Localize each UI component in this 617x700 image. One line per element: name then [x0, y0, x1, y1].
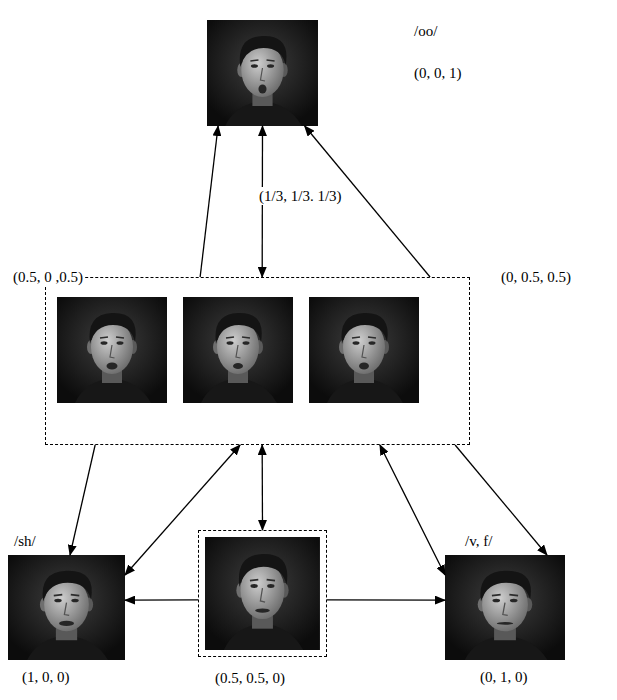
arrow-connector [125, 599, 198, 601]
face-image [445, 555, 565, 660]
dashed-group-box: (0.5, 0 ,0.5)(0, 0.5, 0.5) [45, 277, 470, 445]
face-image [207, 20, 318, 126]
phoneme-label: /oo/ [412, 22, 439, 40]
arrow-connector [262, 445, 264, 530]
phoneme-label: (1, 0, 0) [20, 668, 72, 686]
arrow-connector [70, 445, 95, 555]
mouth [59, 621, 74, 626]
edge-label: (1/3, 1/3. 1/3) [257, 187, 344, 205]
phoneme-label: (0, 1, 0) [478, 668, 530, 686]
face-photo [445, 555, 565, 660]
phoneme-label: (0.5, 0 ,0.5) [11, 268, 85, 286]
mouth [255, 608, 270, 612]
phoneme-label: (0, 0, 1) [412, 64, 464, 82]
face-photo [57, 297, 167, 403]
phoneme-label: /sh/ [12, 532, 38, 550]
face-image [183, 297, 293, 403]
face-image [309, 297, 419, 403]
arrow-connector [380, 445, 445, 575]
mouth [497, 622, 513, 625]
phoneme-label: /v, f/ [463, 532, 494, 550]
face-photo [207, 20, 318, 126]
face-photo [205, 537, 320, 650]
face-image [205, 537, 320, 650]
arrow-connector [455, 445, 547, 555]
face-photo [8, 555, 125, 660]
face-photo-frame: /v, f/(0, 1, 0) [445, 555, 565, 660]
face-photo-frame: /sh/(1, 0, 0) [8, 555, 125, 660]
phoneme-label: (0.5, 0.5, 0) [213, 669, 287, 687]
arrow-connector [125, 445, 240, 575]
face-photo [183, 297, 293, 403]
face-image [8, 555, 125, 660]
face-photo [309, 297, 419, 403]
mouth [258, 85, 266, 94]
mouth [107, 363, 118, 370]
arrow-connector [327, 599, 445, 601]
mouth [233, 363, 243, 369]
face-photo-frame: /oo/(0, 0, 1) [207, 20, 318, 126]
arrow-connector [200, 126, 218, 277]
dashed-group-box: (0.5, 0.5, 0) [198, 530, 327, 657]
phoneme-label: (0, 0.5, 0.5) [499, 268, 573, 286]
mouth [359, 363, 369, 370]
face-image [57, 297, 167, 403]
